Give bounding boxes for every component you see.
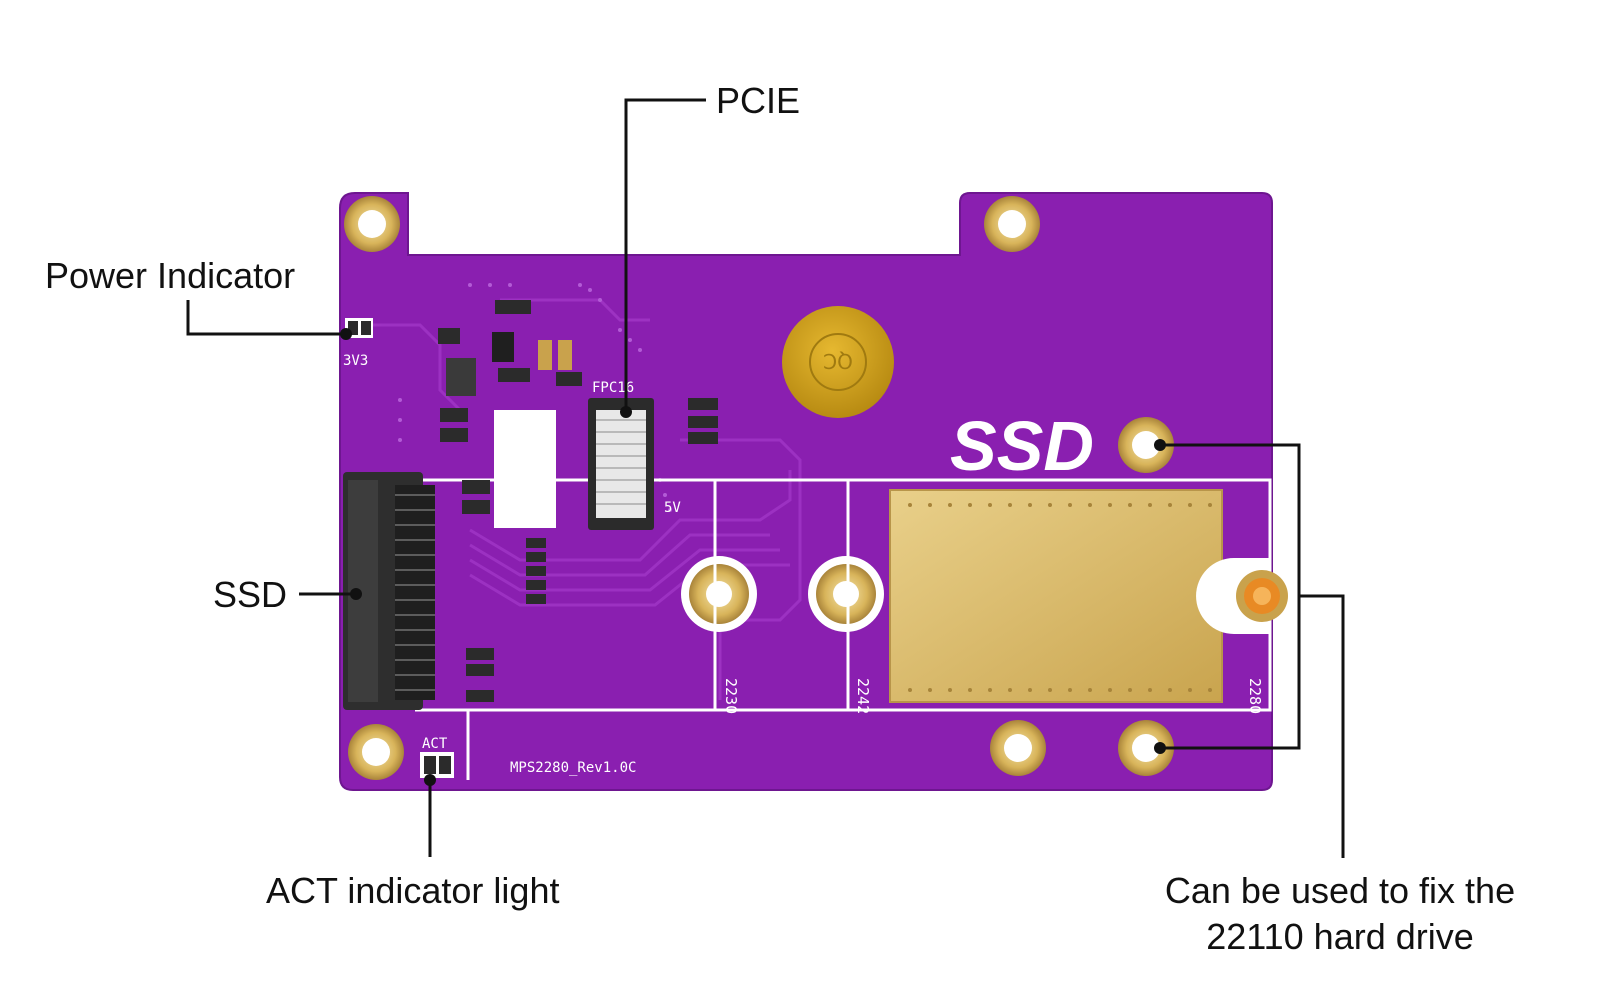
fix-22110-line2: 22110 hard drive — [1206, 916, 1474, 957]
slot-2230-label: 2230 — [722, 678, 740, 714]
fix-22110-label: Can be used to fix the 22110 hard drive — [1130, 868, 1550, 960]
act-led-mark: ACT — [422, 736, 448, 752]
slot-2280-label: 2280 — [1246, 678, 1264, 714]
power-led — [345, 318, 373, 338]
act-led — [420, 752, 454, 778]
qc-sticker-text: QC — [823, 349, 853, 373]
smd-components — [438, 300, 718, 702]
ssd-label: SSD — [213, 574, 288, 615]
leader-lines — [186, 98, 1345, 858]
leader-dots — [340, 328, 1166, 786]
voltage-mark: 5V — [664, 500, 681, 516]
power-led-mark: 3V3 — [343, 353, 368, 369]
power-indicator-label: Power Indicator — [45, 255, 296, 296]
act-indicator-label: ACT indicator light — [266, 870, 560, 911]
fpc-connector — [588, 398, 654, 530]
ssd-silkscreen: SSD — [950, 407, 1094, 485]
pad-vias — [908, 503, 1212, 692]
board-cutout — [494, 410, 556, 528]
slot-2242-label: 2242 — [854, 678, 872, 714]
fpc-mark: FPC16 — [592, 380, 634, 396]
leader-pcie — [624, 98, 706, 412]
revision-mark: MPS2280_Rev1.0C — [510, 760, 636, 776]
qc-sticker: QC — [782, 306, 894, 418]
ssd-gold-pad — [889, 489, 1223, 703]
standoff-2280 — [1196, 558, 1288, 634]
leader-fix-22110 — [1160, 443, 1345, 858]
mounting-holes — [344, 196, 1174, 780]
ssd-standoff-holes — [681, 556, 884, 632]
leader-power — [186, 300, 346, 336]
m2-connector — [343, 472, 435, 710]
fix-22110-line1: Can be used to fix the — [1164, 870, 1516, 911]
pcie-label: PCIE — [716, 80, 801, 121]
